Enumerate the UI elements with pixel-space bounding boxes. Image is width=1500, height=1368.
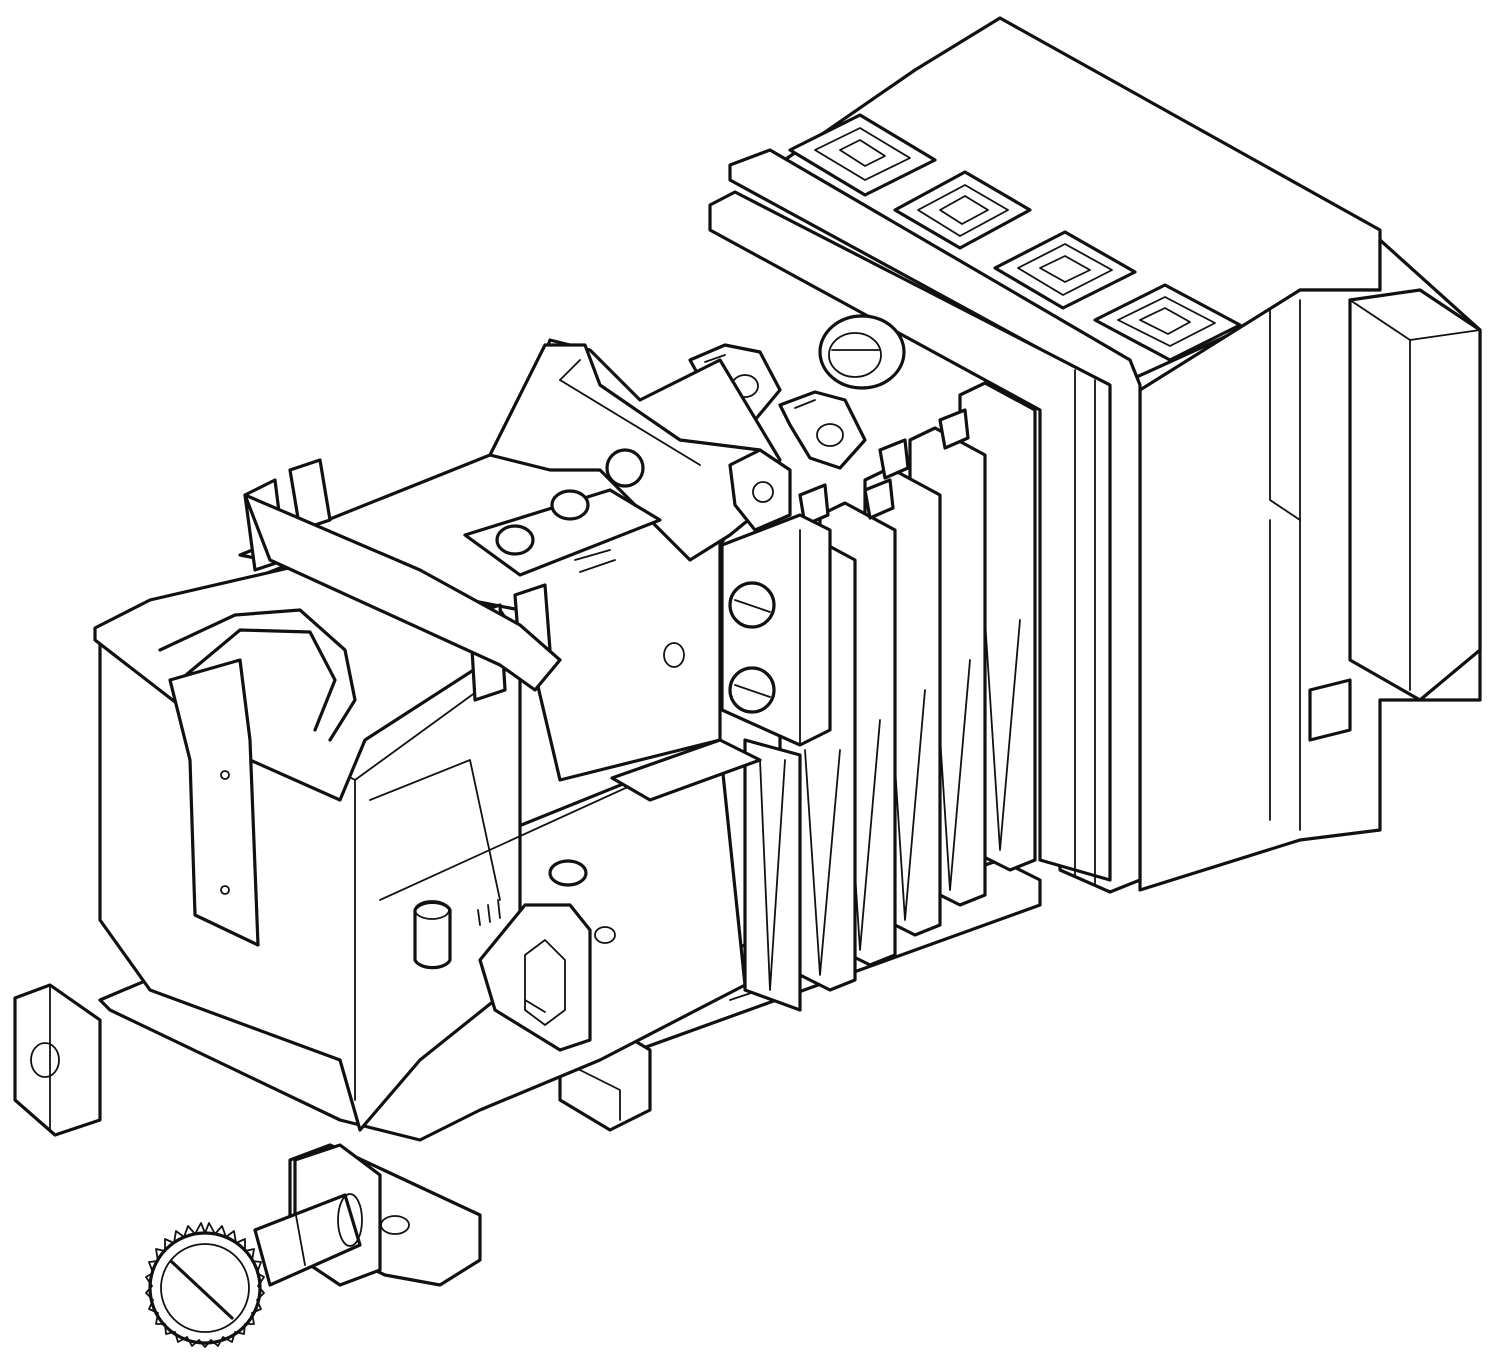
terminal-block-tops (788, 113, 1242, 362)
breaker-front-frame (728, 148, 1142, 894)
terminal-cap-4 (1093, 283, 1242, 362)
front-contact-blade (743, 738, 802, 1012)
actuator-tongue (610, 738, 762, 802)
terminal-lug-2 (778, 390, 867, 470)
operating-shaft-with-knurled-knob (145, 1143, 382, 1348)
operating-shaft (253, 1193, 362, 1287)
crossbar (243, 493, 562, 692)
rivet-2 (550, 489, 590, 521)
latch-spring (158, 608, 357, 742)
post-mid (288, 458, 332, 532)
front-lever-plate (168, 658, 260, 947)
pivot-boss (728, 448, 792, 532)
centre-peg (413, 900, 452, 970)
cam-mount (478, 903, 592, 1052)
rivet-1 (495, 524, 535, 556)
rotary-boss (818, 314, 906, 390)
terminal-cap-2 (893, 170, 1032, 250)
mounting-foot-left (13, 983, 102, 1137)
tripping-mechanism-frame (93, 338, 792, 1142)
auxiliary-contact-stack (720, 381, 1037, 1012)
terminal-cap-1 (788, 113, 937, 197)
terminal-cap-3 (993, 230, 1137, 310)
front-terminal-block (720, 513, 832, 747)
breaker-body (708, 16, 1482, 894)
knurled-knob-icon (145, 1222, 265, 1348)
lever-hole (605, 448, 645, 488)
side-mounting-bracket (1308, 288, 1482, 742)
